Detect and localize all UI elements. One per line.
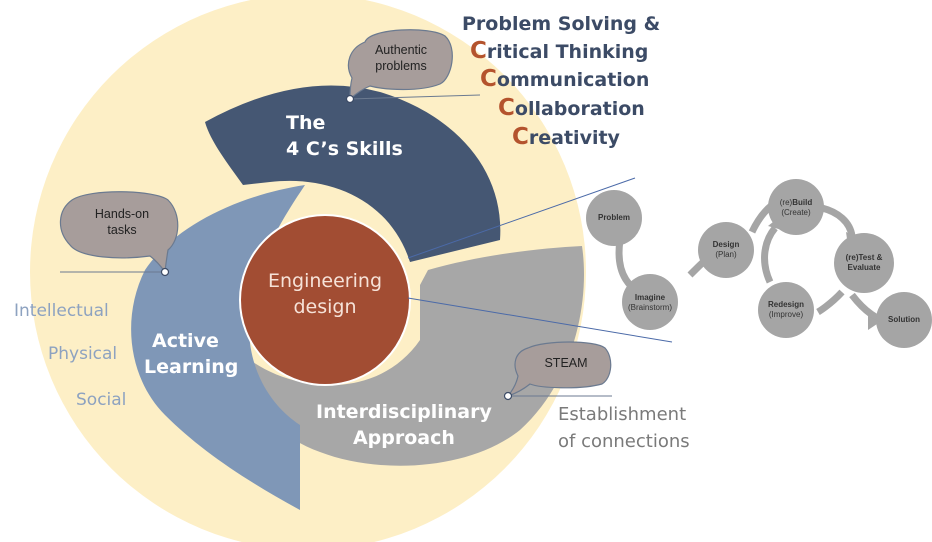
process-node-test [834,233,894,293]
engineering-design-label: Engineering design [260,268,390,320]
skill-creativity: Creativity [512,124,620,150]
arrow-icon [868,316,880,330]
arrow-icon [768,218,782,230]
callout-steam [506,341,612,398]
arrow-icon [846,232,860,246]
core-label-line: design [293,296,357,318]
zoom-line-top [407,177,636,259]
skills-label-line: The [286,112,326,134]
skill-collaboration: Collaboration [498,95,645,121]
process-node-imagine [622,274,678,330]
process-node-build [768,179,824,235]
authentic-problems-text: Authentic problems [374,43,428,73]
hands-on-tasks-text: Hands-on tasks [94,207,150,237]
engineering-design-core [239,214,411,386]
interdisciplinary-ring [249,246,585,466]
node-label-problem: Problem [597,213,630,222]
callout-anchor-dot [160,267,170,277]
establishment-of-connections: Establishment of connections [558,404,690,452]
skill-communication: Communication [480,66,650,92]
process-node-solution [876,292,932,348]
steam-text: STEAM [544,356,588,370]
node-label-imagine: Imagine (Brainstorm) [627,293,672,312]
core-label-line: Engineering [268,270,382,292]
callout-anchor-dot [345,94,355,104]
active-learning-label: Active Learning [138,328,238,380]
node-label-build: (re)Build (Create) [779,198,813,217]
skills-label-line: 4 C’s Skills [286,138,403,160]
process-node-redesign [758,282,814,338]
interdisciplinary-label: Interdisciplinary Approach [316,399,492,451]
skills-ring [205,85,501,262]
skills-ring-label: The 4 C’s Skills [286,110,403,162]
skill-problem-solving: Problem Solving & [462,13,661,35]
domain-intellectual: Intellectual [14,301,109,321]
skill-critical-thinking: Critical Thinking [470,38,649,64]
inter-label-line: Interdisciplinary [316,401,492,423]
node-label-redesign: Redesign (Improve) [767,300,804,319]
node-label-solution: Solution [888,315,920,324]
callout-anchor-dot [503,391,513,401]
process-node-problem [586,190,642,246]
domain-physical: Physical [48,344,118,364]
callout-authentic-problems [347,29,453,101]
node-label-design: Design (Plan) [712,240,740,259]
active-label-line: Learning [144,356,239,378]
active-label-line: Active [152,330,219,352]
process-node-design [698,222,754,278]
active-learning-ring [131,185,305,510]
authentic-pointer-line [349,94,481,100]
node-label-test: (re)Test & Evaluate [845,253,883,272]
domain-social: Social [76,390,127,410]
inter-label-line: Approach [352,427,455,449]
zoom-line-bottom [407,297,673,343]
